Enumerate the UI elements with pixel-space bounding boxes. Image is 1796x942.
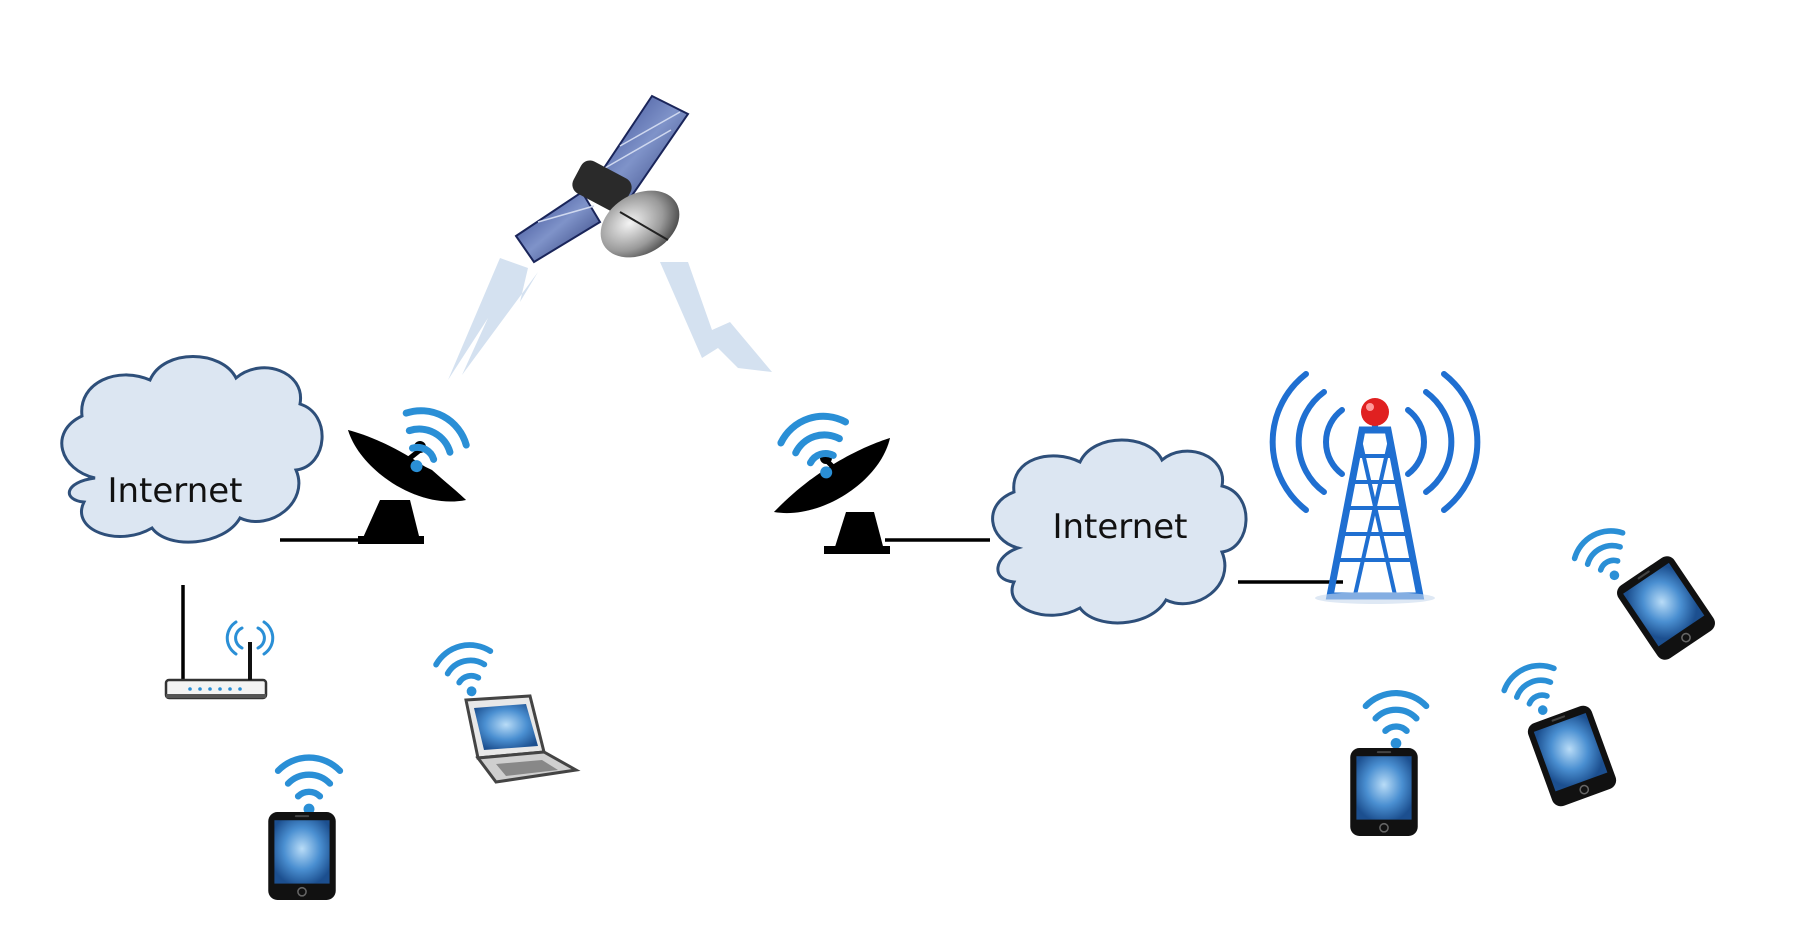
wifi-signal-icon: [278, 758, 340, 815]
satellite-dish-icon: [348, 430, 466, 544]
wifi-signal-icon: [433, 639, 500, 702]
cloud-left: Internet: [60, 355, 324, 544]
link-lines: [181, 538, 1343, 690]
wifi-signal-icon: [1366, 693, 1426, 749]
cell-tower-icon: [1269, 371, 1481, 604]
laptop-icon: [464, 694, 581, 784]
wifi-router-icon: [164, 620, 275, 700]
satellite-beams: [448, 258, 772, 380]
beam-right: [660, 262, 772, 372]
smartphone-icon: [1349, 747, 1419, 837]
smartphone-icon: [1612, 551, 1720, 665]
cloud-left-label: Internet: [107, 471, 242, 511]
cloud-right-label: Internet: [1052, 507, 1187, 547]
satellite-icon: [514, 94, 690, 264]
smartphone-icon: [1524, 702, 1620, 810]
smartphone-icon: [267, 811, 337, 901]
beam-left: [448, 258, 538, 380]
cloud-right: Internet: [991, 438, 1248, 625]
